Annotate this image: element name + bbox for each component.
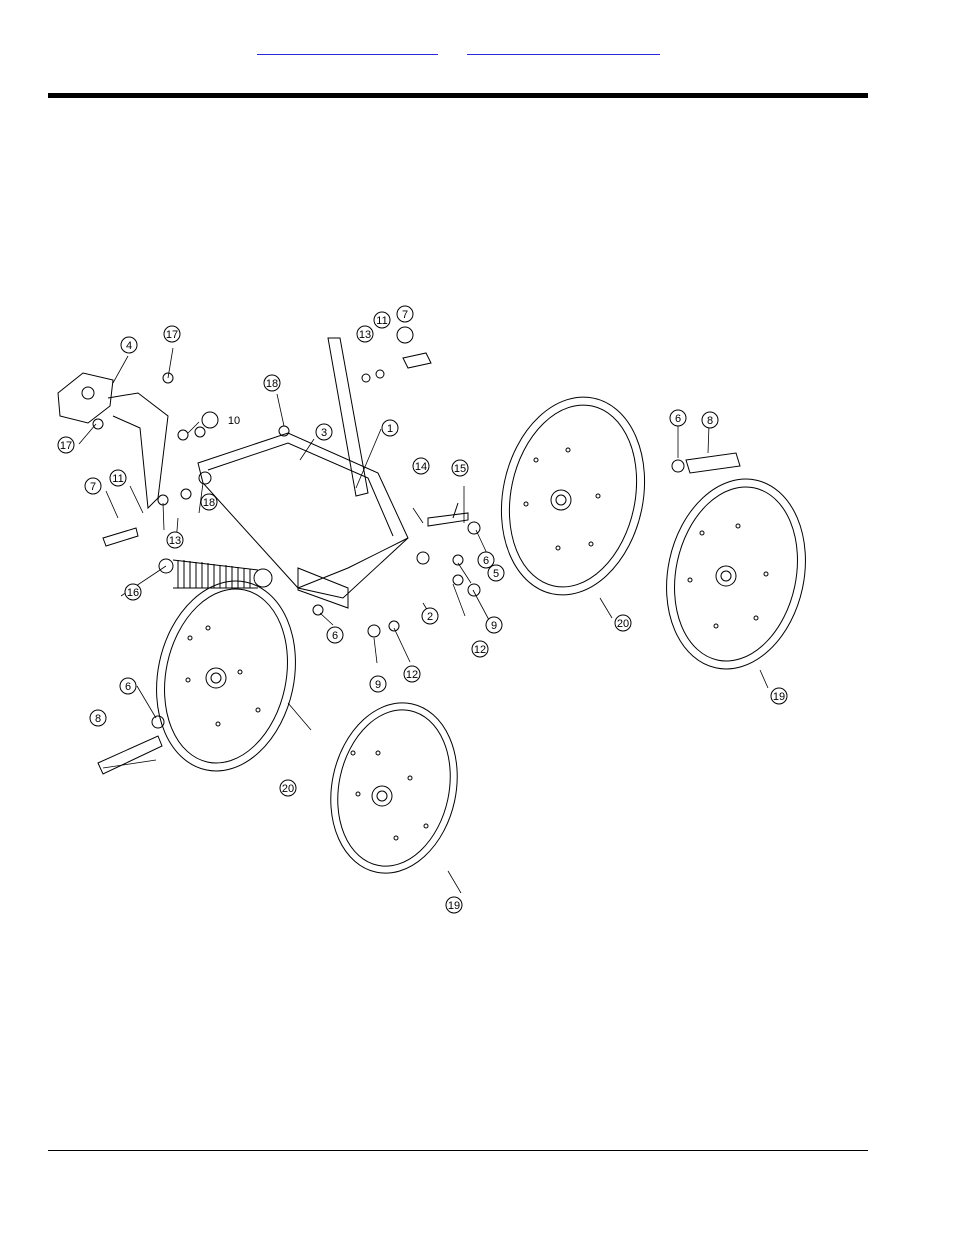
callout-6a: 6 xyxy=(483,555,489,567)
callout-17b: 17 xyxy=(60,440,72,452)
arm-assembly xyxy=(197,337,409,609)
callout-13a: 13 xyxy=(359,329,371,341)
callout-6d: 6 xyxy=(125,681,131,693)
wheel-19-lower xyxy=(330,702,458,874)
callout-4: 4 xyxy=(126,340,132,352)
callout-6b: 6 xyxy=(332,630,338,642)
callout-labels: 1 2 3 4 5 6 6 6 6 7 7 8 8 9 9 10 11 11 1… xyxy=(60,309,785,912)
callout-bubbles xyxy=(57,305,788,914)
wheel-20-upper xyxy=(500,396,646,596)
leader-lines xyxy=(78,347,769,894)
parts-diagram: 1 2 3 4 5 6 6 6 6 7 7 8 8 9 9 10 11 11 1… xyxy=(48,298,828,918)
callout-19a: 19 xyxy=(773,691,785,703)
header-rule xyxy=(48,93,868,98)
callout-3: 3 xyxy=(321,427,327,439)
wheel-20-lower xyxy=(156,580,296,772)
callout-7a: 7 xyxy=(402,309,408,321)
callout-20a: 20 xyxy=(617,618,629,630)
callout-18a: 18 xyxy=(266,378,278,390)
footer-rule xyxy=(48,1150,868,1151)
callout-18b: 18 xyxy=(203,497,215,509)
nav-link-1[interactable] xyxy=(257,42,438,55)
callout-12a: 12 xyxy=(406,669,418,681)
callout-17a: 17 xyxy=(166,329,178,341)
callout-6c: 6 xyxy=(675,413,681,425)
callout-9b: 9 xyxy=(491,620,497,632)
callout-16: 16 xyxy=(127,587,139,599)
callout-19b: 19 xyxy=(448,900,460,912)
spring xyxy=(158,558,273,589)
callout-5: 5 xyxy=(493,568,499,580)
callout-12b: 12 xyxy=(474,644,486,656)
wheel-19-upper xyxy=(666,478,806,670)
callout-7b: 7 xyxy=(90,481,96,493)
callout-2: 2 xyxy=(427,611,433,623)
callout-13b: 13 xyxy=(169,535,181,547)
callout-15: 15 xyxy=(454,463,466,475)
callout-10: 10 xyxy=(228,415,240,427)
callout-20b: 20 xyxy=(282,783,294,795)
callout-11a: 11 xyxy=(376,315,387,327)
hardware xyxy=(92,352,741,775)
nav-link-2[interactable] xyxy=(467,42,660,55)
callout-11b: 11 xyxy=(112,473,123,485)
callout-14: 14 xyxy=(415,461,427,473)
callout-1: 1 xyxy=(387,423,393,435)
mount-bracket xyxy=(57,372,169,510)
callout-8b: 8 xyxy=(95,713,101,725)
callout-8a: 8 xyxy=(707,415,713,427)
callout-9a: 9 xyxy=(375,679,381,691)
